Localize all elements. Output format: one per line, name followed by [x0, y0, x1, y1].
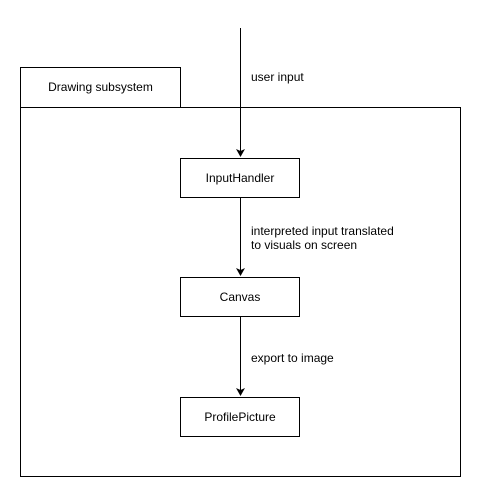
edge-label-interpreted-line2: to visuals on screen — [251, 238, 358, 252]
package-title: Drawing subsystem — [48, 80, 153, 94]
node-canvas-label: Canvas — [219, 290, 261, 304]
node-input-handler: InputHandler — [180, 158, 300, 198]
node-profile-picture: ProfilePicture — [180, 397, 300, 437]
edge-label-export: export to image — [251, 351, 334, 365]
edge-label-interpreted: interpreted input translated to visuals … — [251, 224, 394, 252]
edge-label-interpreted-line1: interpreted input translated — [251, 224, 394, 238]
node-profile-picture-label: ProfilePicture — [204, 410, 276, 424]
node-canvas: Canvas — [180, 277, 300, 317]
package-tab — [20, 67, 181, 107]
edge-label-user-input: user input — [251, 70, 304, 84]
node-input-handler-label: InputHandler — [205, 171, 275, 185]
